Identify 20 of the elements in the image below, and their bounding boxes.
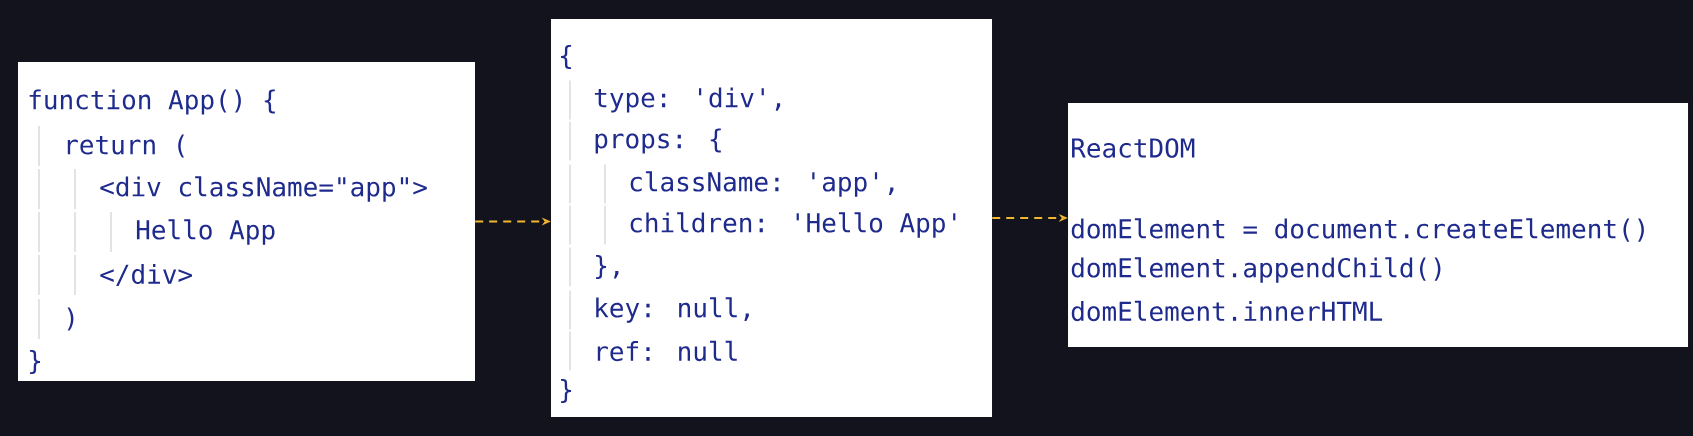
code-line: domElement.innerHTML — [1071, 300, 1383, 322]
code-line: key: null, — [596, 297, 749, 323]
code-line: <div className="app"> — [100, 176, 427, 202]
code-line: Hello App — [136, 219, 275, 245]
code-line: } — [561, 379, 572, 403]
code-line: } — [30, 350, 41, 374]
code-line: { — [561, 45, 572, 69]
code-line: }, — [596, 255, 619, 279]
code-line: ) — [67, 307, 74, 331]
code-line: return ( — [67, 134, 184, 158]
code-line: function App() { — [29, 89, 275, 115]
code-line: className: 'app', — [630, 171, 894, 197]
code-line: props: { — [595, 128, 721, 154]
code-line: type: 'div', — [594, 87, 781, 113]
code-line: </div> — [100, 263, 192, 287]
code-line: children: 'Hello App' — [630, 212, 956, 238]
code-line: ref: null — [597, 340, 737, 362]
code-line: ReactDOM — [1072, 138, 1195, 158]
code-line: domElement.appendChild() — [1071, 257, 1441, 283]
code-line: domElement = document.createElement() — [1071, 218, 1644, 242]
